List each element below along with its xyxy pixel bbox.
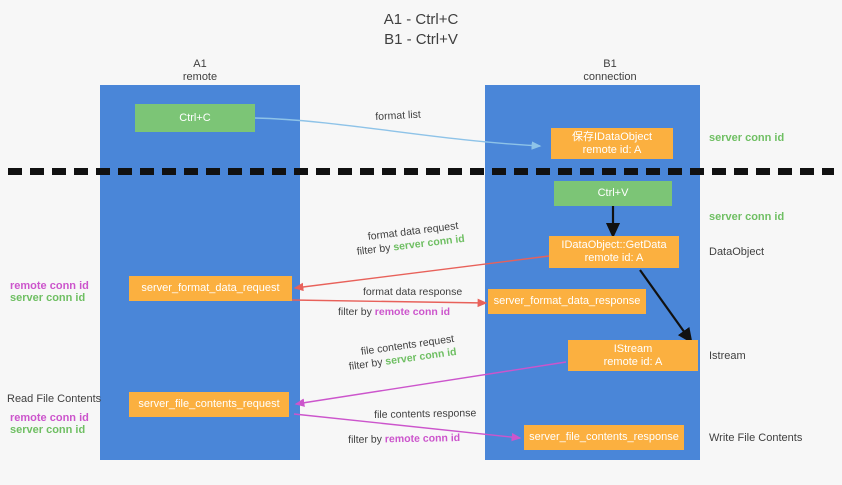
column-header-a1: A1 remote xyxy=(120,58,280,84)
node-ctrl-c-label: Ctrl+C xyxy=(179,111,211,124)
filter-prefix: filter by xyxy=(356,241,395,258)
filter-prefix: filter by xyxy=(348,355,387,373)
right-label-server-conn-id-top: server conn id xyxy=(709,132,785,144)
node-idataobject-getdata-line1: IDataObject::GetData xyxy=(561,239,667,251)
column-a1-name: A1 xyxy=(193,58,207,70)
node-ole-get-clipboard-line1: 保存IDataObject xyxy=(571,130,653,143)
node-server-file-contents-response-label: server_file_contents_response xyxy=(529,431,679,443)
node-istream-line2: remote id: A xyxy=(603,355,663,368)
right-label-dataobject: DataObject xyxy=(709,246,765,258)
right-label-istream: Istream xyxy=(709,350,746,362)
edge-label-file-contents-response: file contents response xyxy=(374,407,477,421)
filter-value-remote-conn-id: remote conn id xyxy=(374,306,451,318)
edge-label-format-list: format list xyxy=(375,108,422,123)
title-line-2: B1 - Ctrl+V xyxy=(384,31,458,48)
column-b1-subtitle: connection xyxy=(583,71,637,83)
node-ctrl-c[interactable]: Ctrl+C xyxy=(135,104,255,132)
edge-label-file-contents-response-filter: filter by remote conn id xyxy=(348,431,460,447)
left-label-remote-conn-id-2: remote conn id xyxy=(10,412,89,424)
edge-label-format-data-response-filter: filter by remote conn id xyxy=(338,305,450,319)
filter-value-remote-conn-id: remote conn id xyxy=(384,432,461,446)
edge-format-data-response xyxy=(291,298,488,308)
node-idataobject-getdata-line2: remote id: A xyxy=(584,252,644,264)
phase-divider xyxy=(8,168,834,175)
node-server-file-contents-request[interactable]: server_file_contents_request xyxy=(129,392,289,417)
left-label-remote-conn-id-1: remote conn id xyxy=(10,280,89,292)
node-server-format-data-request[interactable]: server_format_data_request xyxy=(129,276,292,301)
left-label-server-conn-id-1: server conn id xyxy=(10,292,86,304)
right-label-server-conn-id-second: server conn id xyxy=(709,211,785,223)
column-header-b1: B1 connection xyxy=(530,58,690,84)
node-server-file-contents-response[interactable]: server_file_contents_response xyxy=(524,425,684,450)
node-ole-get-clipboard[interactable]: 保存IDataObject remote id: A xyxy=(551,128,673,159)
node-istream[interactable]: IStream remote id: A xyxy=(568,340,698,371)
left-label-read-file-contents: Read File Contents xyxy=(7,393,102,405)
column-b1-name: B1 xyxy=(603,58,617,70)
node-idataobject-getdata[interactable]: IDataObject::GetData remote id: A xyxy=(549,236,679,268)
filter-prefix: filter by xyxy=(348,433,385,446)
filter-prefix: filter by xyxy=(338,306,375,318)
title-line-1: A1 - Ctrl+C xyxy=(383,11,459,28)
node-server-format-data-response-label: server_format_data_response xyxy=(493,295,641,307)
node-ole-get-clipboard-line2: remote id: A xyxy=(582,143,642,156)
node-ctrl-v[interactable]: Ctrl+V xyxy=(554,181,672,206)
right-label-write-file-contents: Write File Contents xyxy=(709,432,803,444)
column-a1-subtitle: remote xyxy=(182,71,218,83)
node-server-format-data-request-label: server_format_data_request xyxy=(141,282,280,294)
page-title: A1 - Ctrl+C B1 - Ctrl+V xyxy=(0,10,842,50)
node-server-format-data-response[interactable]: server_format_data_response xyxy=(488,289,646,314)
node-ctrl-v-label: Ctrl+V xyxy=(597,187,629,199)
node-istream-line1: IStream xyxy=(613,342,653,355)
edge-label-format-data-response: format data response xyxy=(363,286,463,298)
left-label-server-conn-id-2: server conn id xyxy=(10,424,86,436)
node-server-file-contents-request-label: server_file_contents_request xyxy=(138,398,280,410)
